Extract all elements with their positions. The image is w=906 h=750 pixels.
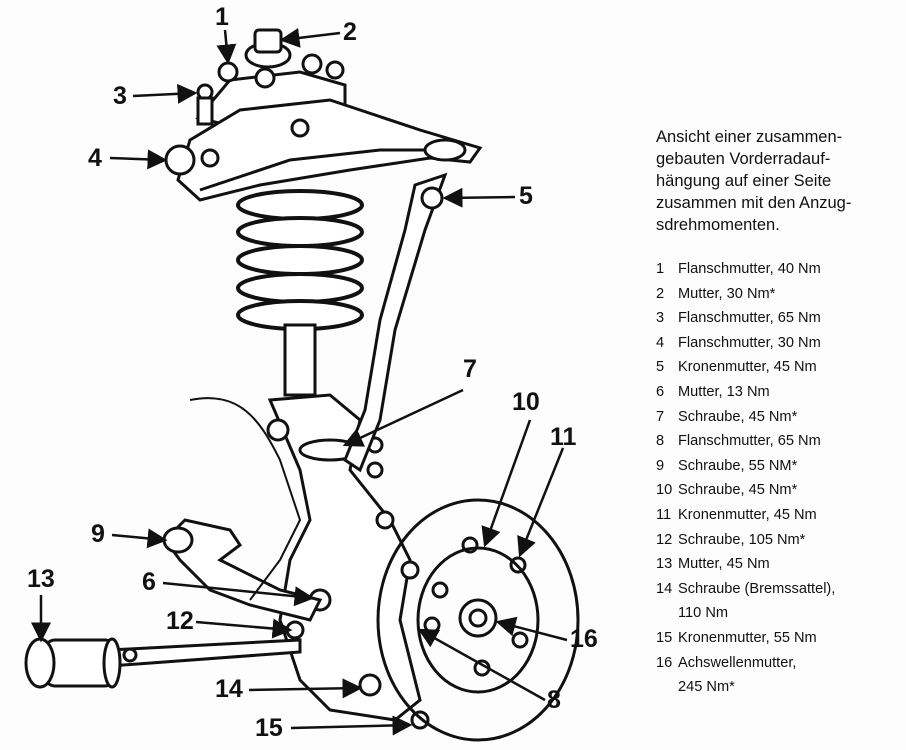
callout-16: 16	[570, 625, 598, 653]
callout-13: 13	[27, 565, 55, 593]
legend-item: 8 Flanschmutter, 65 Nm	[656, 429, 902, 454]
legend-item: 3 Flanschmutter, 65 Nm	[656, 306, 902, 331]
callout-7: 7	[463, 355, 477, 383]
caption-line: gebauten Vorderradauf-	[656, 150, 831, 168]
legend-text: Schraube, 55 NM*	[678, 457, 798, 474]
legend-number: 4	[656, 334, 665, 351]
caption-line: sdrehmomenten.	[656, 216, 780, 234]
legend-text: Kronenmutter, 45 Nm	[678, 359, 817, 376]
callout-14: 14	[215, 675, 243, 703]
legend-text: Schraube, 45 Nm*	[678, 408, 798, 425]
legend-item: 11 Kronenmutter, 45 Nm	[656, 503, 902, 528]
legend-item: 10 Schraube, 45 Nm*	[656, 478, 902, 503]
figure-caption: Ansicht einer zusammen- gebauten Vorderr…	[656, 126, 902, 236]
legend-item: 110 Nm	[656, 601, 902, 626]
coil-spring	[236, 189, 364, 397]
callout-15: 15	[255, 714, 283, 742]
legend-text: Flanschmutter, 40 Nm	[678, 261, 821, 277]
callout-2: 2	[343, 18, 357, 46]
strut-rod	[24, 637, 302, 689]
legend-number: 7	[656, 408, 665, 425]
legend-text: 110 Nm	[678, 605, 729, 622]
legend-item: 2 Mutter, 30 Nm*	[656, 282, 902, 307]
callout-8: 8	[547, 686, 561, 714]
caption-line: Ansicht einer zusammen-	[656, 128, 843, 146]
legend-number: 13	[656, 556, 673, 573]
legend-text: Schraube (Bremssattel),	[678, 580, 836, 597]
callout-10: 10	[512, 388, 540, 416]
legend-number: 11	[656, 506, 672, 523]
legend-text: Achswellenmutter,	[678, 654, 797, 671]
legend-item: 245 Nm*	[656, 675, 902, 700]
legend-text: Mutter, 30 Nm*	[678, 285, 776, 302]
legend-number: 9	[656, 457, 665, 474]
legend-number: 1	[656, 261, 665, 277]
callout-5: 5	[519, 182, 533, 210]
legend-text: Flanschmutter, 65 Nm	[678, 433, 821, 450]
caption-line: zusammen mit den Anzug-	[656, 194, 852, 212]
callout-11: 11	[550, 423, 577, 451]
legend-number: 3	[656, 310, 665, 327]
suspension-drawing	[24, 27, 580, 742]
legend-number: 16	[656, 654, 673, 671]
legend-number: 10	[656, 482, 673, 499]
legend-text: Flanschmutter, 30 Nm	[678, 334, 821, 351]
callout-9: 9	[91, 520, 105, 548]
callout-4: 4	[88, 144, 102, 172]
legend-item: 9 Schraube, 55 NM*	[656, 454, 902, 479]
legend-text: Flanschmutter, 65 Nm	[678, 310, 821, 327]
legend-number	[656, 601, 678, 626]
tie-rod	[343, 172, 448, 479]
legend-item: 13 Mutter, 45 Nm	[656, 552, 902, 577]
legend-text: Kronenmutter, 55 Nm	[678, 629, 817, 646]
callout-3: 3	[113, 82, 127, 110]
legend-item: 15 Kronenmutter, 55 Nm	[656, 626, 902, 651]
caption-line: hängung auf einer Seite	[656, 172, 832, 190]
upper-control-arm	[164, 83, 483, 202]
legend-text: Schraube, 105 Nm*	[678, 531, 806, 548]
legend-item: 7 Schraube, 45 Nm*	[656, 405, 902, 430]
legend-item: 4 Flanschmutter, 30 Nm	[656, 331, 902, 356]
legend-item: 16 Achswellenmutter,	[656, 651, 902, 676]
legend-text: Kronenmutter, 45 Nm	[678, 506, 817, 523]
legend-item: 1 Flanschmutter, 40 Nm	[656, 257, 902, 282]
legend-text: Mutter, 13 Nm	[678, 383, 770, 400]
legend-text: 245 Nm*	[678, 679, 735, 696]
legend-number: 8	[656, 433, 665, 450]
legend-item: 14 Schraube (Bremssattel),	[656, 577, 902, 602]
legend-number: 15	[656, 629, 673, 646]
legend-number: 5	[656, 359, 665, 376]
legend-number: 12	[656, 531, 673, 548]
legend-text: Mutter, 45 Nm	[678, 556, 770, 573]
callout-1: 1	[215, 3, 229, 31]
subframe-outline	[189, 397, 302, 601]
legend-number	[656, 675, 678, 700]
legend-item: 12 Schraube, 105 Nm*	[656, 528, 902, 553]
legend-number: 6	[656, 383, 665, 400]
callout-12: 12	[166, 607, 194, 635]
legend-item: 5 Kronenmutter, 45 Nm	[656, 355, 902, 380]
callout-6: 6	[142, 568, 156, 596]
legend-number: 14	[656, 580, 673, 597]
legend-text: Schraube, 45 Nm*	[678, 482, 798, 499]
legend-item: 6 Mutter, 13 Nm	[656, 380, 902, 405]
leader-lines	[31, 27, 568, 736]
legend-number: 2	[656, 285, 665, 302]
